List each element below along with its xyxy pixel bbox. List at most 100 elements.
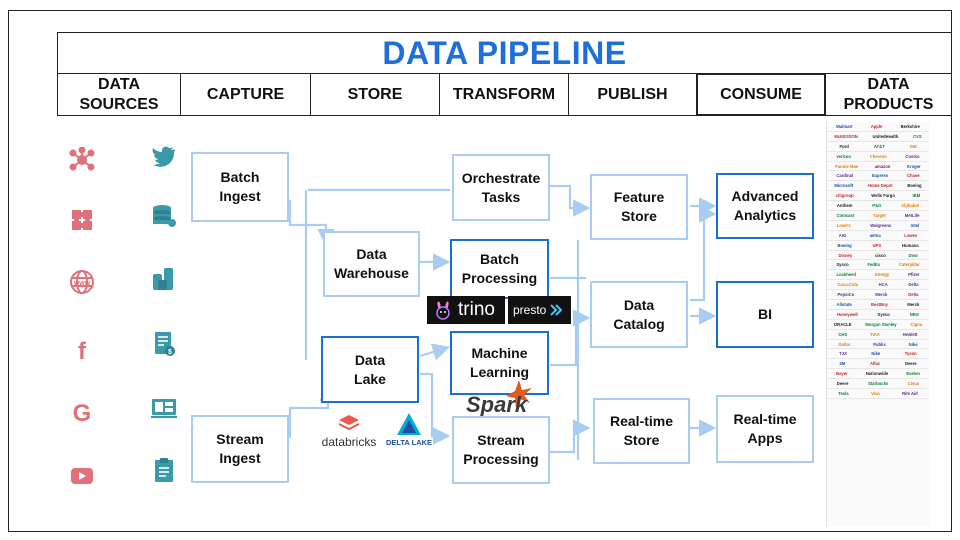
product-logo: Home Depot [867,183,893,189]
product-logo: TIAA [870,331,880,337]
product-logo-row: Microsoft Home Depot Boeing [827,181,929,192]
product-logo: Delta [908,282,919,288]
product-logo: Coca-Cola [837,282,859,288]
trino-label: trino [458,299,495,320]
product-logo: Visa [871,390,880,396]
product-logo: Microsoft [834,183,854,189]
twitter-icon [150,142,178,170]
product-logo: Cisco [907,381,920,387]
product-logo: Exelon [906,371,920,377]
product-logo: Deere [904,361,917,367]
delta-triangle-icon [397,413,421,435]
product-logo: Fannie Mae [835,163,859,169]
web-globe-icon: www [68,268,96,296]
product-logo: Sysco [836,262,849,268]
product-logo: verizon [836,153,852,159]
product-logo: CHS [838,331,848,337]
presto-arrow-icon [550,304,563,316]
product-logo: Bayer [836,371,848,377]
product-logo: Lowes [904,232,918,238]
svg-text:f: f [78,338,87,363]
product-logo: Dow [908,252,918,258]
dashboard-screen-icon [150,394,178,422]
product-logo: Tyson [904,351,917,357]
product-logo: MetLife [904,212,920,218]
product-logo: FedEx [867,262,881,268]
product-logo-row: Bayer Nationwide Exelon [827,369,929,380]
product-logo: TJX [839,351,847,357]
product-logo: AIG [838,232,847,238]
product-logo: Delta [908,292,919,298]
product-logo: Costco [905,153,920,159]
product-logo: NRG [909,311,920,317]
node-bi[interactable]: BI [716,281,814,348]
product-logo: Berkshire [900,123,920,129]
product-logo: UnitedHealth [872,133,899,139]
product-logo: BestBuy [871,301,889,307]
coin-stack-icon [150,264,178,292]
product-logo: Boeing [907,183,922,189]
product-logo: Walgreens [870,222,892,228]
product-logo: aetna [869,232,881,238]
databricks-mark-icon [339,415,359,430]
product-logo: Kroger [906,163,921,169]
product-logo: Morgan Stanley [865,321,897,327]
product-logo-row: Coca-Cola HCA Delta [827,280,929,291]
product-logo: Alphabet [901,203,920,209]
product-logo: Nationwide [865,371,889,377]
product-logo: AT&T [873,143,885,149]
product-logo: amazon [874,163,891,169]
product-logo: IBM [912,193,921,199]
product-logo: Ford [839,143,849,149]
product-logo: HCA [878,282,888,288]
product-logo: Rite Aid [902,390,918,396]
product-logo: Lowe's [836,222,851,228]
product-logo: Merck [907,301,920,307]
product-logo-row: AIG aetna Lowes [827,231,929,241]
delta-lake-label: DELTA LAKE [385,438,433,447]
product-logo: CVS [913,133,922,139]
network-icon [68,146,96,174]
product-logo: Comcast [836,212,855,218]
trino-logo: trino [427,296,505,324]
svg-text:www: www [73,280,91,287]
product-logo: citigroup [835,193,854,199]
delta-lake-logo: DELTA LAKE [384,412,434,450]
product-logo: Dollar [838,341,851,347]
product-logo: P&G [872,203,882,209]
product-logo: Apple [870,123,883,129]
svg-text:$: $ [168,349,172,356]
product-logo: Disney [838,252,853,258]
product-logo: Starbucks [867,381,889,387]
puzzle-icon [68,206,96,234]
product-logo: ORACLE [833,321,852,327]
